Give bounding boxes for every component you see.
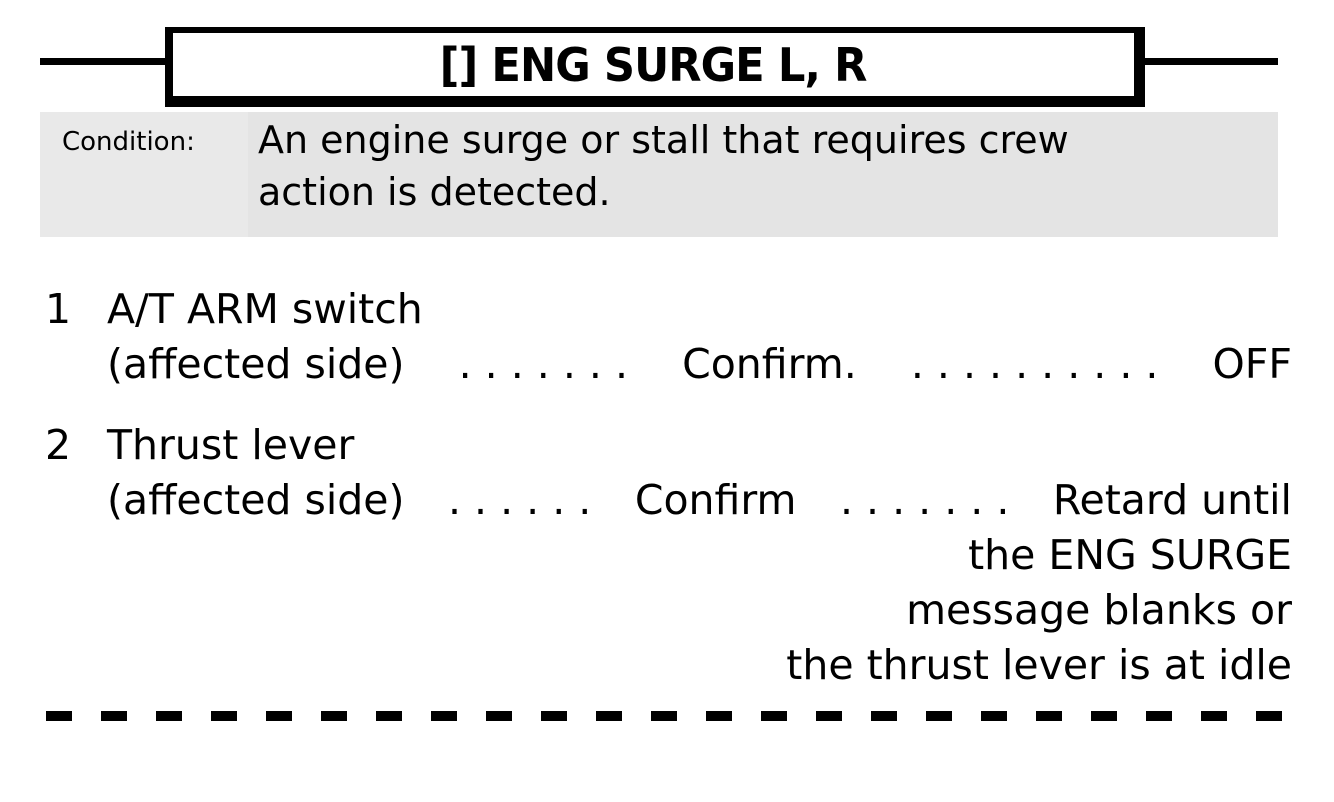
step-response-continuation: the ENG SURGE — [968, 531, 1292, 579]
step-leader-line: (affected side) . . . . . . Confirm . . … — [107, 473, 1292, 528]
leader-dots: . . . . . . . . . . — [910, 340, 1159, 388]
step-body: Thrust lever (affected side) . . . . . .… — [107, 418, 1292, 693]
confirm-verb: Confirm. — [682, 340, 857, 388]
step-body: A/T ARM switch (affected side) . . . . .… — [107, 282, 1292, 392]
step-number: 2 — [45, 421, 72, 469]
step-leader-line: (affected side) . . . . . . . Confirm. .… — [107, 337, 1292, 392]
leader-dots: . . . . . . — [447, 476, 592, 524]
checklist-title: [] ENG SURGE L, R — [440, 37, 868, 92]
leader-dots: . . . . . . . — [458, 340, 629, 388]
step-response: Retard until — [1052, 476, 1292, 524]
condition-label: Condition: — [62, 127, 195, 157]
step-response: OFF — [1212, 340, 1292, 388]
leader-dots: . . . . . . . — [839, 476, 1010, 524]
condition-label-cell: Condition: — [40, 112, 248, 237]
title-connector-line-left — [40, 58, 166, 65]
step-response-continuation: message blanks or — [906, 586, 1292, 634]
confirm-verb: Confirm — [634, 476, 797, 524]
condition-text-cell: An engine surge or stall that requires c… — [248, 112, 1278, 237]
step-number: 1 — [45, 285, 72, 333]
checklist-step-2: 2 Thrust lever (affected side) . . . . .… — [45, 418, 1292, 693]
checklist-step-1: 1 A/T ARM switch (affected side) . . . .… — [45, 282, 1292, 392]
step-response-continuation: the thrust lever is at idle — [786, 641, 1292, 689]
checklist-steps: 1 A/T ARM switch (affected side) . . . .… — [45, 282, 1292, 719]
condition-text-line: An engine surge or stall that requires c… — [258, 118, 1069, 162]
step-item-label: (affected side) — [107, 476, 405, 524]
step-challenge: Thrust lever — [107, 421, 355, 469]
step-item-label: (affected side) — [107, 340, 405, 388]
end-of-checklist-dashed-rule — [46, 711, 1282, 721]
checklist-title-box: [] ENG SURGE L, R — [165, 27, 1145, 107]
condition-block: Condition: An engine surge or stall that… — [40, 112, 1278, 237]
condition-text-line: action is detected. — [258, 170, 611, 214]
step-challenge: A/T ARM switch — [107, 285, 423, 333]
title-connector-line-right — [1145, 58, 1278, 65]
